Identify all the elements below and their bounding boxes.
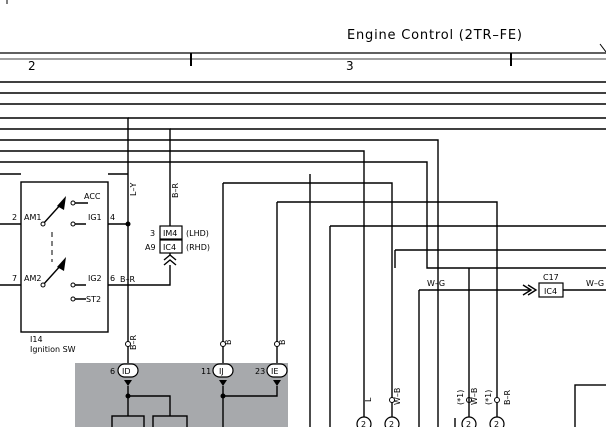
junction-ij-code: IJ (219, 367, 224, 376)
junction-id (117, 363, 139, 378)
wire-color-ly: L–Y (129, 183, 138, 196)
junction-id-code: ID (122, 367, 131, 376)
splice-dot (220, 393, 226, 399)
connector-im4-variant: (LHD) (186, 229, 209, 238)
wire-end-ring (389, 397, 395, 403)
connector-c17-code: C17 (543, 273, 559, 282)
switch-contact (40, 221, 46, 227)
terminal-st2: ST2 (86, 295, 101, 304)
terminal-am1: AM1 (24, 213, 41, 222)
column-number-right: 3 (346, 59, 354, 73)
wire-color-wb-a: W–B (393, 388, 402, 405)
wire-ig2-out (108, 265, 171, 286)
terminal-ig1: IG1 (88, 213, 102, 222)
ecu-wire (128, 395, 171, 416)
pin-bubble-label: 2 (389, 420, 394, 427)
wire-end-ring (274, 341, 280, 347)
wire-color-plus-b: (*1) (484, 390, 493, 405)
wire-color-b-ij: B (224, 340, 233, 346)
pin-bubble (489, 416, 505, 427)
arrow-into-ecu (219, 380, 227, 386)
switch-leads (75, 284, 86, 300)
arrow-im4 (163, 259, 177, 266)
connector-im4-pin: 3 (150, 229, 155, 238)
arrow-im4 (163, 254, 177, 261)
pin-am1: 2 (12, 213, 17, 222)
connector-ic4-code: IC4 (163, 243, 176, 252)
switch-contact (70, 200, 76, 206)
wire-to-right (0, 161, 606, 269)
ecu-wire (223, 386, 278, 397)
pin-bubble-label: 2 (494, 420, 499, 427)
wire-br-bottom (277, 201, 498, 418)
connector-ic4-variant: (RHD) (186, 243, 210, 252)
connector-ic4-box (159, 239, 183, 254)
switch-contact (70, 221, 76, 227)
arrow-c17 (527, 284, 538, 296)
pin-bubble (356, 416, 372, 427)
pin-ig2: 6 (110, 274, 115, 283)
splice-dot (125, 393, 131, 399)
terminal-ig2: IG2 (88, 274, 102, 283)
wire-color-b-ie: B (278, 340, 287, 346)
wire-color-wb-b: W–B (470, 388, 479, 405)
pin-ig1: 4 (110, 213, 115, 222)
wire-end-ring (125, 341, 131, 347)
pin-bubble (384, 416, 400, 427)
switch-id: I14 (30, 335, 43, 344)
junction-ij (212, 363, 234, 378)
splice-dot (125, 221, 131, 227)
switch-name: Ignition SW (30, 345, 76, 354)
wire-color-l: L (364, 397, 373, 402)
wire-end-ring (220, 341, 226, 347)
pin-bubble-label: 2 (361, 420, 366, 427)
pin-am2: 7 (12, 274, 17, 283)
wire-color-br-id: B–R (129, 335, 138, 350)
wire-color-br-bottom: B–R (503, 390, 512, 405)
wire-color-br-mid: B–R (120, 275, 135, 284)
wire-color-wg: W–G (427, 279, 445, 288)
switch-blade-tip (57, 196, 66, 210)
terminal-am2: AM2 (24, 274, 41, 283)
pin-bubble-label: 2 (466, 420, 471, 427)
junction-ij-pin: 11 (201, 367, 211, 376)
wire-wb-b (0, 139, 439, 427)
connector-im4-code: IM4 (163, 229, 177, 238)
wire-end-ring (494, 397, 500, 403)
arrow-c17 (522, 284, 533, 296)
arrow-into-ecu (124, 380, 132, 386)
terminal-acc: ACC (84, 192, 101, 201)
junction-ie (266, 363, 288, 378)
connector-c17-label: IC4 (544, 287, 557, 296)
switch-contact (70, 296, 76, 302)
switch-leads (75, 202, 88, 225)
wire-color-br-top: B–R (171, 183, 180, 198)
arrow-into-ecu (273, 380, 281, 386)
wire-color-wg-right: W–G (586, 279, 604, 288)
wire-color-plus-a: (*1) (456, 390, 465, 405)
component-box-partial (574, 384, 606, 427)
column-number-left: 2 (28, 59, 36, 73)
junction-ie-code: IE (271, 367, 278, 376)
switch-contact (70, 282, 76, 288)
connector-im4-box (159, 225, 183, 240)
wire-wb-a (223, 182, 393, 418)
wire-l-bottom (0, 150, 365, 418)
switch-blade-tip (57, 257, 66, 271)
corner-mark (599, 43, 606, 53)
junction-id-pin: 6 (110, 367, 115, 376)
ignition-switch-box (20, 181, 109, 333)
connector-ic4-pin: A9 (145, 243, 156, 252)
switch-contact (40, 282, 46, 288)
junction-ie-pin: 23 (255, 367, 265, 376)
page-title: Engine Control (2TR–FE) (347, 28, 523, 43)
